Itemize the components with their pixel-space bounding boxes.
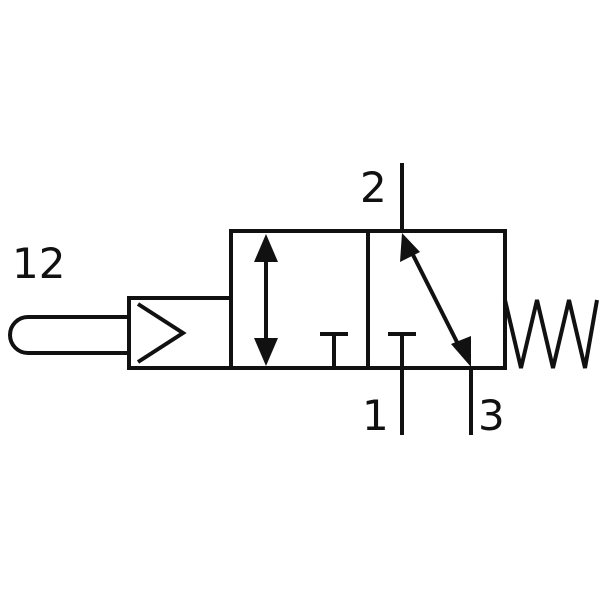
pilot-port-label: 12 <box>12 239 65 288</box>
right-flow-line <box>405 242 466 357</box>
right-arrowhead-top <box>400 233 420 262</box>
pilot-plunger <box>8 315 128 355</box>
port-3-label: 3 <box>478 391 505 440</box>
left-arrowhead-up <box>254 234 278 262</box>
left-arrowhead-down <box>254 338 278 366</box>
port-2-label: 2 <box>360 163 387 212</box>
pilot-triangle <box>136 302 187 364</box>
valve-square-right <box>366 229 507 370</box>
port-1-label: 1 <box>362 391 389 440</box>
right-arrowhead-bottom <box>451 336 471 367</box>
return-spring <box>503 299 599 369</box>
valve-square-left <box>229 229 370 370</box>
